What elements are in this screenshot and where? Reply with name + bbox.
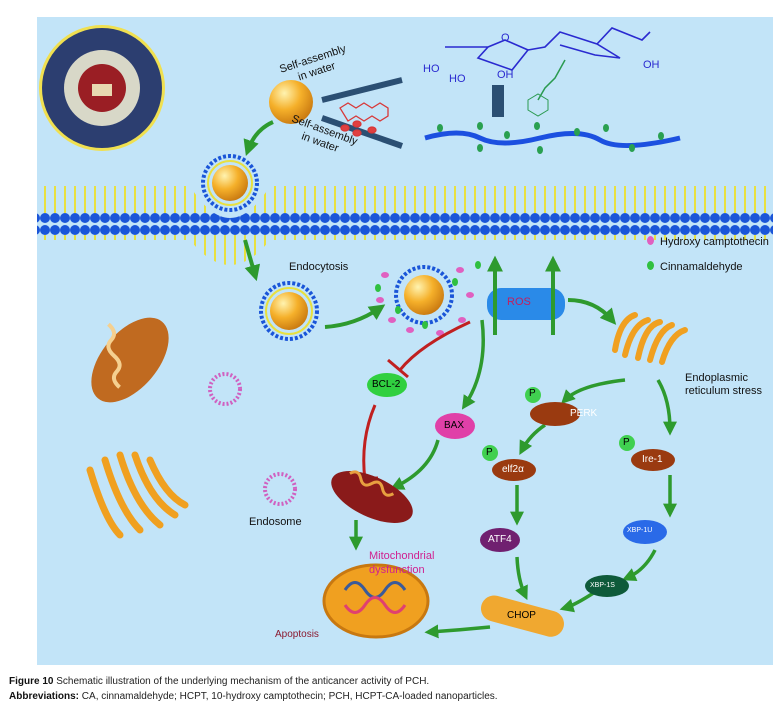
endocytic-vesicle (259, 281, 319, 341)
phospho-eif2a (482, 445, 498, 461)
ire1-protein (631, 449, 675, 471)
bcl2-label: BCL-2 (372, 379, 401, 390)
er-stress-label-1: Endoplasmic (685, 372, 748, 384)
diagram-artwork (37, 25, 773, 639)
endoplasmic-reticulum-left (86, 451, 189, 539)
ire1-label: Ire-1 (642, 454, 663, 465)
bcl2-protein (367, 373, 407, 397)
eif2a-protein (492, 459, 536, 481)
equivalence-sign (492, 85, 504, 117)
endocytosis-label: Endocytosis (289, 261, 349, 273)
pathway-arrows (349, 319, 677, 639)
assembly-bar-top (321, 77, 403, 103)
polymer-chain (424, 130, 681, 148)
endosome (263, 472, 297, 506)
xbp1s-label: XBP-1S (590, 582, 615, 589)
atf4-protein (480, 528, 520, 552)
legend-label: Cinnamaldehyde (660, 261, 743, 273)
university-logo (39, 25, 165, 151)
xbp1u-protein (623, 520, 667, 544)
xbp1u-label: XBP-1U (627, 527, 653, 534)
assembly-bar-bottom (321, 115, 403, 149)
abbreviations-text: CA, cinnamaldehyde; HCPT, 10-hydroxy cam… (81, 691, 498, 702)
chop-protein (480, 595, 564, 637)
hcpt-marker-icon (647, 236, 654, 245)
eif2a-p-label: P (486, 447, 493, 458)
drug-releasing-vesicle (375, 261, 481, 336)
endosome-upper (208, 372, 242, 406)
ca-marker-icon (647, 261, 654, 270)
endosome-label: Endosome (249, 516, 302, 528)
chop-label: CHOP (507, 610, 536, 621)
xbp1s-protein (585, 575, 629, 597)
chem-oh-1: OH (497, 69, 514, 81)
mitochondrion (331, 470, 413, 523)
figure-caption: Figure 10 Schematic illustration of the … (9, 676, 429, 687)
endoplasmic-reticulum (612, 312, 688, 365)
inhibition-lines (354, 320, 471, 481)
legend-item-ca: Cinnamaldehyde (647, 261, 743, 274)
bax-protein (435, 413, 475, 439)
abbreviations-label: Abbreviations: (9, 691, 80, 702)
figure-caption-text: Schematic illustration of the underlying… (56, 676, 430, 687)
phospho-ire1 (619, 435, 635, 451)
figure-number: Figure 10 (9, 676, 54, 687)
ca-side-groups (437, 122, 664, 154)
ros-label: ROS (507, 296, 531, 308)
ros-capsule (487, 288, 565, 320)
perk-protein (530, 402, 580, 426)
atf4-label: ATF4 (488, 534, 512, 545)
legend-item-hcpt: Hydroxy camptothecin (647, 236, 769, 249)
apoptosis-label: Apoptosis (275, 629, 319, 640)
phospho-perk (525, 387, 541, 403)
eif2a-label: elf2α (502, 464, 524, 475)
apoptotic-nucleus (322, 563, 430, 639)
ire1-p-label: P (623, 437, 630, 448)
perk-label: PERK (570, 408, 598, 419)
legend-label: Hydroxy camptothecin (660, 236, 769, 248)
chem-o: O (501, 32, 510, 44)
chem-ho-2: HO (449, 73, 466, 85)
cell-membrane (37, 186, 773, 265)
membrane-vesicle (201, 154, 259, 212)
chem-ho-1: HO (423, 63, 440, 75)
arrow-to-release (324, 304, 386, 329)
arrow-np-to-membrane (243, 120, 274, 157)
mito-dysfunction-label-1: Mitochondrial (369, 550, 435, 562)
arrow-ros-to-er (567, 298, 617, 325)
polymer-structure (445, 27, 651, 71)
mechanism-diagram: Self-assembly in water Self-assembly in … (37, 17, 773, 665)
hcpt-molecule (339, 102, 389, 137)
bax-label: BAX (444, 420, 465, 431)
nanoparticle (269, 80, 313, 124)
cinnamyl-group (537, 59, 566, 101)
arrow-endocytosis (243, 239, 261, 282)
mitochondrion-left (91, 317, 169, 403)
er-stress-label-2: reticulum stress (685, 385, 763, 397)
benzene-ring-icon (527, 93, 549, 117)
chem-oh-2: OH (643, 59, 660, 71)
abbreviations: Abbreviations: CA, cinnamaldehyde; HCPT,… (9, 691, 498, 702)
mito-dysfunction-label-2: dysfunction (369, 564, 425, 576)
perk-p-label: P (529, 388, 536, 399)
